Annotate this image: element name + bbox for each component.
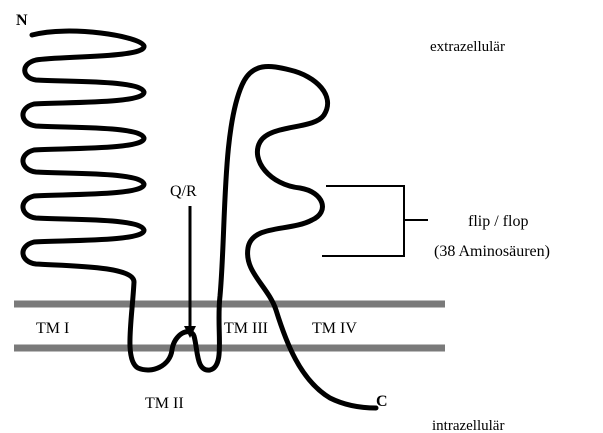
tm1-label: TM I	[36, 320, 69, 337]
qr-site-label: Q/R	[170, 183, 197, 200]
n-terminus-label: N	[16, 12, 28, 29]
flip-flop-bracket	[322, 186, 404, 256]
c-terminus-label: C	[376, 393, 388, 410]
tm3-label: TM III	[224, 320, 268, 337]
amino-acids-label: (38 Aminosäuren)	[434, 243, 550, 260]
extracellular-label: extrazellulär	[430, 39, 505, 55]
intracellular-label: intrazellulär	[432, 418, 504, 433]
tm2-label: TM II	[145, 395, 184, 412]
tm4-label: TM IV	[312, 320, 357, 337]
flip-flop-label: flip / flop	[468, 213, 528, 230]
